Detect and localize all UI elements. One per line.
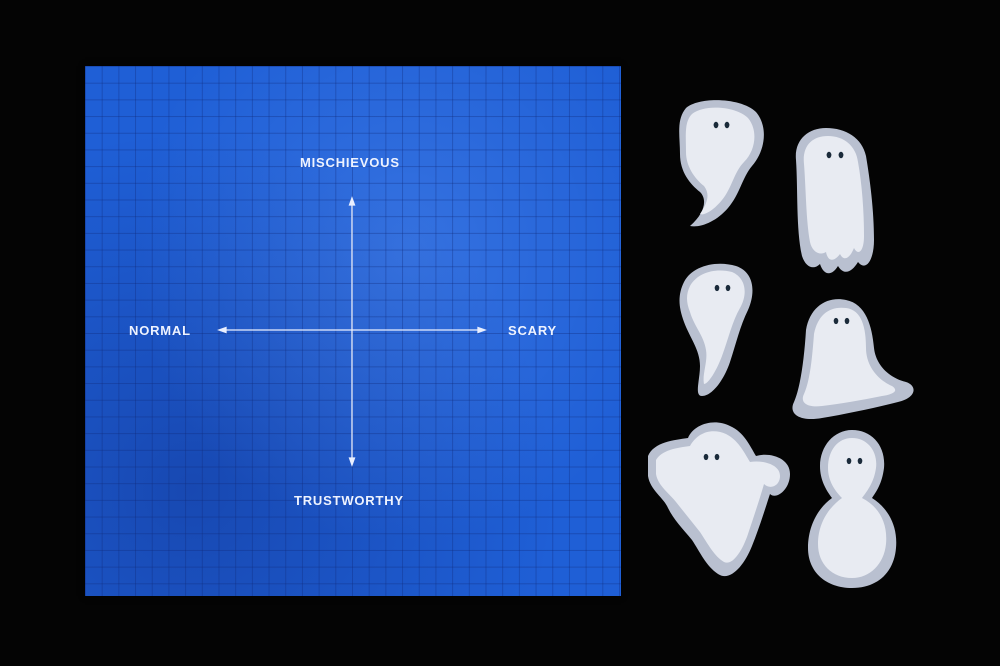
eye-icon (713, 121, 719, 129)
ghost-sticker-swirl[interactable] (679, 100, 764, 227)
ghost-sticker-dripping[interactable] (795, 128, 874, 274)
eye-icon (714, 453, 720, 461)
eye-icon (714, 284, 720, 292)
ghost-sticker-snowman[interactable] (808, 430, 897, 588)
ghost-sticker-sheet[interactable] (792, 299, 914, 420)
eye-icon (838, 151, 844, 159)
eye-icon (833, 317, 839, 325)
axis-label-trustworthy: TRUSTWORTHY (294, 493, 404, 508)
vertical-axis-arrow-top (348, 196, 356, 206)
eye-icon (846, 457, 852, 465)
ghost-sticker-arms-out[interactable] (648, 422, 790, 577)
eye-icon (725, 284, 731, 292)
eye-icon (844, 317, 850, 325)
vertical-axis-arrow-bottom (348, 457, 356, 467)
horizontal-axis-arrow-right (477, 326, 487, 334)
horizontal-axis-arrow-left (217, 326, 227, 334)
ghost-sticker-tadpole[interactable] (679, 263, 753, 396)
eye-icon (703, 453, 709, 461)
eye-icon (857, 457, 863, 465)
grid-board (85, 66, 621, 596)
eye-icon (826, 151, 832, 159)
axis-label-normal: NORMAL (129, 323, 191, 338)
axis-label-scary: SCARY (508, 323, 558, 338)
axis-label-mischievous: MISCHIEVOUS (300, 155, 400, 170)
eye-icon (724, 121, 730, 129)
